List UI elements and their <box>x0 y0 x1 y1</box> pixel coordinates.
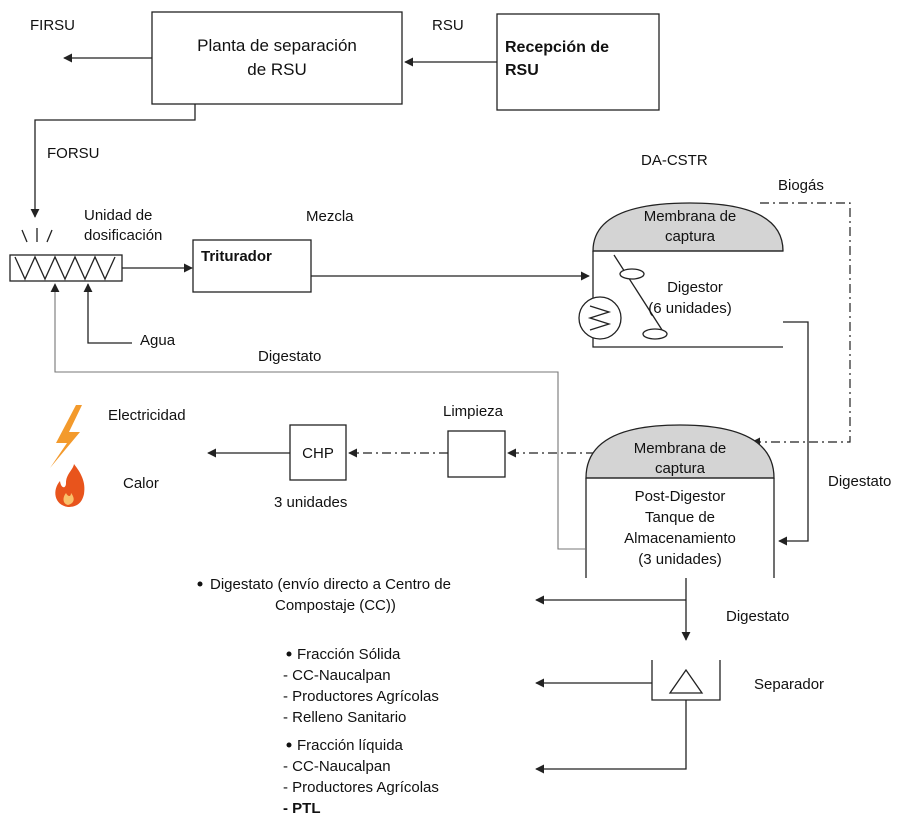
post-label-line2: Tanque de <box>645 509 715 526</box>
flame-core-icon <box>63 493 74 505</box>
digestor-label: Digestor <box>667 279 723 296</box>
firsu-label: FIRSU <box>30 17 75 34</box>
digestato-recycle-label: Digestato <box>258 348 321 365</box>
unidad-label-line1: Unidad de <box>84 207 152 224</box>
heater-coil-icon <box>578 296 622 340</box>
chp-box <box>289 424 347 481</box>
digestor-membrane-line2: captura <box>665 228 716 245</box>
digestato-to-post-arrow <box>778 321 809 546</box>
agua-arrow <box>83 283 132 344</box>
liquid-item: - PTL <box>283 800 321 817</box>
post-label-line1: Post-Digestor <box>635 488 726 505</box>
forsu-label: FORSU <box>47 145 100 162</box>
liquid-item: - Productores Agrícolas <box>283 779 439 796</box>
flame-icon <box>55 464 85 507</box>
liquid-bullet <box>286 742 292 748</box>
rsu-label: RSU <box>432 17 464 34</box>
electricidad-label: Electricidad <box>108 407 186 424</box>
solid-item: - Relleno Sanitario <box>283 709 406 726</box>
post-membrane-dome <box>585 424 775 479</box>
chp-units-label: 3 unidades <box>274 494 347 511</box>
direct-label-line2: Compostaje (CC)) <box>275 597 396 614</box>
limpieza-box <box>447 430 506 478</box>
triturador-label: Triturador <box>201 248 272 265</box>
planta-label-line2: de RSU <box>247 60 307 79</box>
limpieza-label: Limpieza <box>443 403 504 420</box>
direct-bullet <box>197 581 203 587</box>
digestato-recycle-arrow <box>50 283 585 550</box>
solid-title: Fracción Sólida <box>297 646 401 663</box>
da-cstr-label: DA-CSTR <box>641 152 708 169</box>
direct-label-line1: Digestato (envío directo a Centro de <box>210 576 451 593</box>
calor-label: Calor <box>123 475 159 492</box>
biogas-label: Biogás <box>778 177 824 194</box>
post-membrane-line2: captura <box>655 460 706 477</box>
liquid-title: Fracción líquida <box>297 737 404 754</box>
digestor-tank-outline <box>592 251 783 348</box>
liquid-fraction-arrow <box>535 700 687 774</box>
biogas-arrow <box>751 202 851 447</box>
agitator-icon <box>613 254 668 340</box>
forsu-arrow <box>30 104 196 218</box>
planta-separacion-box <box>151 11 403 105</box>
solid-bullet <box>286 651 292 657</box>
lightning-icon <box>50 405 82 468</box>
recepcion-label-line2: RSU <box>505 62 539 79</box>
digestor-membrane-line1: Membrana de <box>644 208 737 225</box>
post-label-line3: Almacenamiento <box>624 530 736 547</box>
mezcla-label: Mezcla <box>306 208 354 225</box>
unidad-label-line2: dosificación <box>84 227 162 244</box>
triturador-box <box>192 239 312 293</box>
digestato-side-label: Digestato <box>828 473 891 490</box>
digestor-units-label: (6 unidades) <box>648 300 731 317</box>
separador-label: Separador <box>754 676 824 693</box>
liquid-item: - CC-Naucalpan <box>283 758 391 775</box>
settler-icon <box>651 660 721 701</box>
digestor-membrane-dome <box>592 202 784 252</box>
planta-label-line1: Planta de separación <box>197 36 357 55</box>
post-label-line4: (3 unidades) <box>638 551 721 568</box>
chp-label: CHP <box>302 445 334 462</box>
post-membrane-line1: Membrana de <box>634 440 727 457</box>
agua-label: Agua <box>140 332 176 349</box>
recepcion-label-line1: Recepción de <box>505 39 609 56</box>
solid-item: - CC-Naucalpan <box>283 667 391 684</box>
solid-item: - Productores Agrícolas <box>283 688 439 705</box>
recepcion-rsu-box <box>496 13 660 111</box>
digestato-below-label: Digestato <box>726 608 789 625</box>
